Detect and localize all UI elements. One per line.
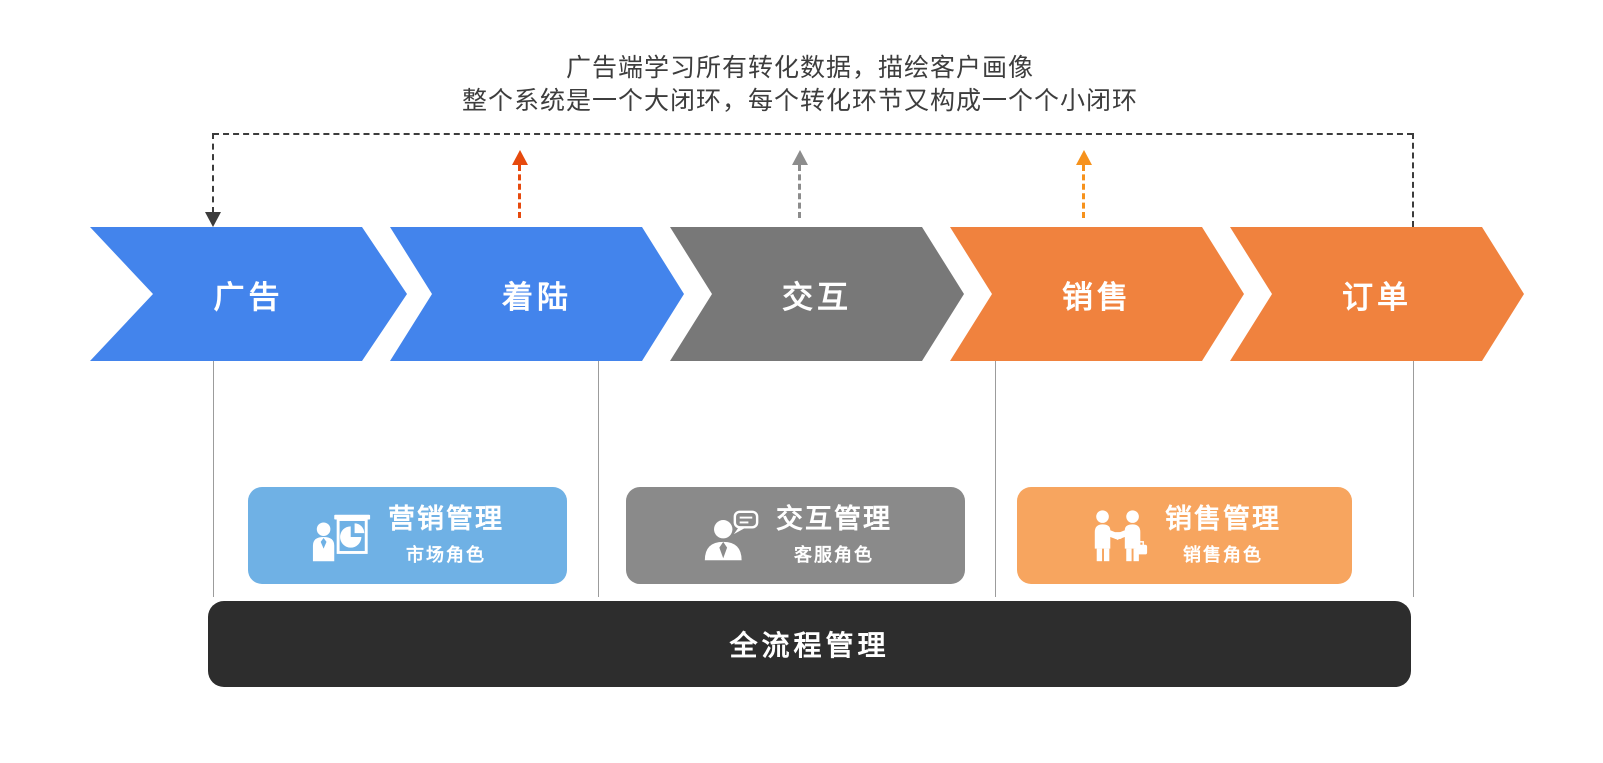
card-title: 销售管理	[1165, 504, 1281, 534]
card-marketing-management: 营销管理 市场角色	[248, 487, 567, 584]
stage-chevron-landing: 着陆	[390, 227, 684, 361]
up-arrow-dash	[798, 165, 801, 218]
stage-chevron-interaction: 交互	[670, 227, 964, 361]
stage-label: 销售	[1062, 279, 1132, 315]
card-subtitle: 销售角色	[1183, 545, 1263, 565]
stage-label: 交互	[782, 279, 852, 315]
up-arrow-interaction	[792, 150, 808, 218]
up-arrow-sales	[1076, 150, 1092, 218]
connector-line-3	[995, 361, 996, 597]
card-subtitle: 客服角色	[794, 545, 874, 565]
feedback-loop-horizontal-line	[213, 133, 1413, 135]
card-title: 交互管理	[776, 504, 892, 534]
stage-label: 广告	[213, 279, 284, 315]
connector-line-4	[1413, 361, 1414, 597]
stage-label: 着陆	[502, 279, 572, 315]
connector-line-1	[213, 361, 214, 597]
full-process-label: 全流程管理	[729, 630, 890, 661]
stage-chevron-sales: 销售	[950, 227, 1244, 361]
caption-line1: 广告端学习所有转化数据，描绘客户画像	[565, 54, 1034, 82]
stage-chevron-ad: 广告	[90, 227, 407, 361]
card-title: 营销管理	[388, 504, 504, 534]
presentation-chart-person-icon	[312, 514, 371, 561]
card-sales-management: 销售管理 销售角色	[1017, 487, 1352, 584]
up-arrowhead-icon	[512, 150, 528, 165]
stage-label: 订单	[1342, 279, 1412, 315]
up-arrowhead-icon	[792, 150, 808, 165]
handshake-people-icon	[1094, 509, 1148, 561]
up-arrowhead-icon	[1076, 150, 1092, 165]
card-subtitle: 市场角色	[406, 545, 486, 565]
caption: 广告端学习所有转化数据，描绘客户画像 整个系统是一个大闭环，每个转化环节又构成一…	[200, 52, 1400, 118]
caption-line2: 整个系统是一个大闭环，每个转化环节又构成一个个小闭环	[461, 87, 1138, 115]
up-arrow-dash	[518, 165, 521, 218]
card-text: 交互管理 客服角色	[776, 504, 892, 567]
stage-chevron-order: 订单	[1230, 227, 1524, 361]
feedback-loop-left-line	[212, 133, 214, 213]
up-arrow-dash	[1082, 165, 1085, 218]
up-arrow-landing	[512, 150, 528, 218]
agent-speech-bubble-icon	[704, 510, 759, 560]
down-arrow-icon	[205, 212, 221, 227]
card-interaction-management: 交互管理 客服角色	[626, 487, 965, 584]
full-process-bar: 全流程管理	[208, 601, 1411, 687]
card-text: 营销管理 市场角色	[388, 504, 504, 567]
card-text: 销售管理 销售角色	[1165, 504, 1281, 567]
feedback-loop-right-line	[1412, 133, 1414, 227]
connector-line-2	[598, 361, 599, 597]
